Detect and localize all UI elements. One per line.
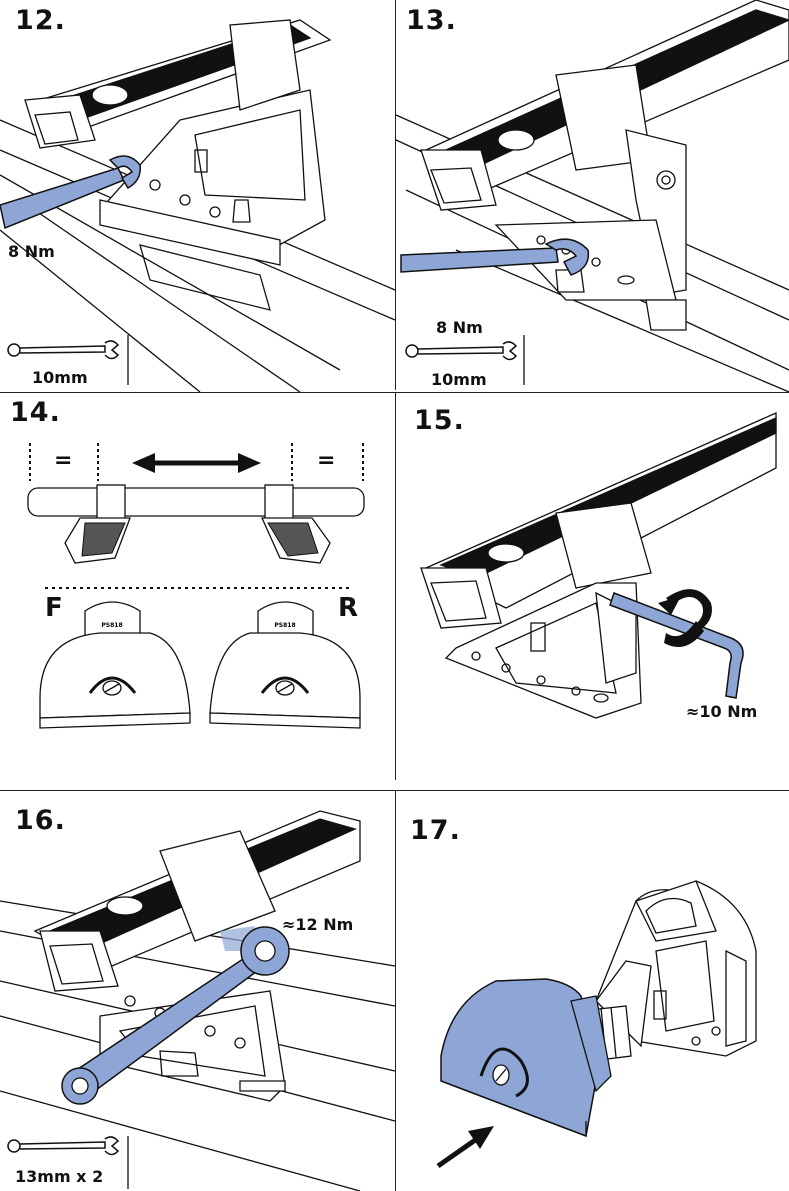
step-12-illustration: [0, 19, 395, 392]
wrench-icon: [405, 341, 518, 361]
step-16-number: 16.: [15, 805, 66, 836]
step-17-illustration: [436, 880, 757, 1169]
step-14-illustration: PS818 PS818: [27, 443, 365, 729]
wrench-icon: [0, 155, 141, 230]
step-16-torque-label: ≈12 Nm: [282, 915, 354, 934]
step-12-torque-label: 8 Nm: [8, 242, 55, 261]
step-15-illustration: [420, 412, 777, 719]
step-13-torque-label: 8 Nm: [436, 318, 483, 337]
divider-vertical-bottom: [395, 790, 396, 1191]
step-16-panel: 16. ≈12 Nm 13mm x 2: [0, 791, 395, 1191]
wrench-icon: [61, 926, 290, 1105]
hex-key-icon: [609, 592, 744, 699]
divider-vertical-top: [395, 0, 396, 390]
step-12-panel: 12. 8 Nm 10mm: [0, 0, 395, 392]
step-17-panel: 17.: [396, 791, 789, 1191]
part-code-left: PS818: [101, 622, 122, 629]
rotation-arrow-icon: [658, 589, 712, 647]
step-12-tool-size: 10mm: [32, 368, 88, 387]
divider-horizontal-2: [0, 790, 789, 791]
equal-mark-left: =: [54, 448, 73, 473]
direction-arrow-icon: [132, 453, 261, 473]
step-14-panel: PS818 PS818 14. = = F R: [0, 393, 395, 790]
front-label: F: [45, 593, 63, 623]
step-17-number: 17.: [410, 815, 461, 846]
step-16-tool-size: 13mm x 2: [15, 1167, 104, 1186]
wrench-icon: [7, 1136, 120, 1156]
part-code-right: PS818: [274, 622, 295, 629]
step-13-tool-size: 10mm: [431, 370, 487, 389]
divider-vertical-middle: [395, 392, 396, 780]
step-13-panel: 13. 8 Nm 10mm: [396, 0, 789, 392]
step-12-number: 12.: [15, 5, 66, 36]
wrench-icon: [7, 340, 120, 360]
end-cap: [440, 978, 612, 1138]
rear-label: R: [338, 593, 359, 623]
step-13-illustration: [396, 0, 789, 392]
step-15-panel: 15. ≈10 Nm: [396, 393, 789, 790]
step-15-number: 15.: [414, 405, 465, 436]
step-14-number: 14.: [10, 397, 61, 428]
direction-arrow-icon: [436, 1126, 494, 1169]
step-13-number: 13.: [406, 5, 457, 36]
divider-horizontal-1: [0, 392, 789, 393]
equal-mark-right: =: [317, 448, 336, 473]
step-15-torque-label: ≈10 Nm: [686, 702, 758, 721]
step-16-illustration: [0, 810, 395, 1191]
wrench-icon: [400, 238, 590, 276]
